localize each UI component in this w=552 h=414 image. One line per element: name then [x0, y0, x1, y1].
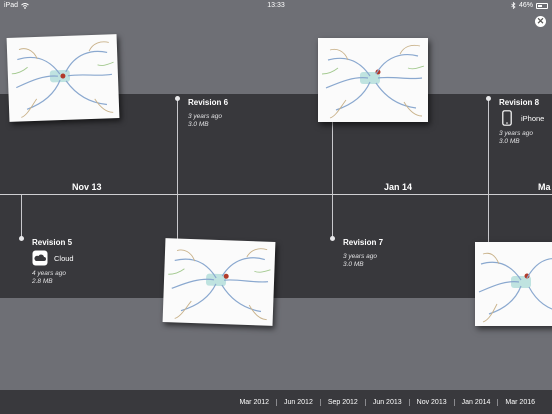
revision-5-title: Revision 5 — [32, 238, 73, 247]
date-marker[interactable]: Nov 2013 — [408, 399, 454, 406]
revision-7-age: 3 years ago — [343, 253, 377, 260]
month-label-jan14: Jan 14 — [384, 182, 413, 192]
bluetooth-icon — [511, 2, 516, 9]
revision-8-connector — [488, 98, 489, 242]
battery-icon — [536, 2, 548, 9]
revision-5-dot — [19, 236, 24, 241]
revision-7-connector — [332, 122, 333, 238]
revision-8-dot — [486, 96, 491, 101]
mindmap-preview — [321, 44, 425, 119]
date-scrubber[interactable]: Mar 2012 Jun 2012 Sep 2012 Jun 2013 Nov … — [0, 390, 552, 414]
revision-6-age: 3 years ago — [188, 113, 222, 120]
revision-8-thumbnail[interactable] — [475, 242, 552, 326]
revision-8-age: 3 years ago — [499, 130, 533, 137]
revision-6-title: Revision 6 — [188, 98, 229, 107]
status-bar: iPad 13:33 46% — [0, 0, 552, 12]
month-label-mar: Ma — [538, 182, 551, 192]
mindmap-preview — [168, 248, 271, 321]
revision-8-size: 3.0 MB — [499, 138, 520, 145]
close-icon: ✕ — [536, 16, 545, 26]
revision-8-source-label: iPhone — [521, 113, 545, 123]
date-marker[interactable]: Sep 2012 — [319, 399, 365, 406]
device-label: iPad — [4, 2, 19, 9]
revision-6-connector — [177, 98, 178, 242]
revision-5-thumbnail[interactable] — [6, 34, 120, 122]
revision-8-title: Revision 8 — [499, 98, 540, 107]
revision-5-age: 4 years ago — [32, 270, 66, 277]
month-label-nov13: Nov 13 — [72, 182, 102, 192]
mindmap-preview — [478, 252, 552, 323]
cloud-icon — [32, 250, 48, 266]
iphone-icon — [499, 110, 515, 126]
revision-7-title: Revision 7 — [343, 238, 384, 247]
date-marker[interactable]: Jan 2014 — [453, 399, 498, 406]
timeline-band — [0, 94, 552, 298]
revision-5-size: 2.8 MB — [32, 278, 53, 285]
revision-7-thumbnail[interactable] — [318, 38, 428, 122]
revision-7-size: 3.0 MB — [343, 261, 364, 268]
battery-percent: 46% — [518, 2, 533, 9]
revision-7-dot — [330, 236, 335, 241]
mindmap-preview — [11, 41, 114, 118]
clock: 13:33 — [267, 2, 285, 9]
revision-5-source: Cloud — [32, 250, 74, 266]
date-marker[interactable]: Jun 2012 — [276, 399, 320, 406]
revision-6-size: 3.0 MB — [188, 121, 209, 128]
wifi-icon — [21, 2, 29, 9]
revision-5-connector — [21, 194, 22, 238]
date-marker[interactable]: Mar 2016 — [497, 399, 542, 406]
revision-6-thumbnail[interactable] — [162, 238, 276, 326]
date-scrubber-labels: Mar 2012 Jun 2012 Sep 2012 Jun 2013 Nov … — [232, 399, 542, 406]
revision-6-dot — [175, 96, 180, 101]
date-marker[interactable]: Mar 2012 — [239, 399, 270, 406]
close-button[interactable]: ✕ — [535, 16, 546, 27]
revision-8-source: iPhone — [499, 110, 544, 126]
revision-5-source-label: Cloud — [54, 253, 74, 263]
timeline-axis — [0, 194, 552, 195]
date-marker[interactable]: Jun 2013 — [364, 399, 409, 406]
